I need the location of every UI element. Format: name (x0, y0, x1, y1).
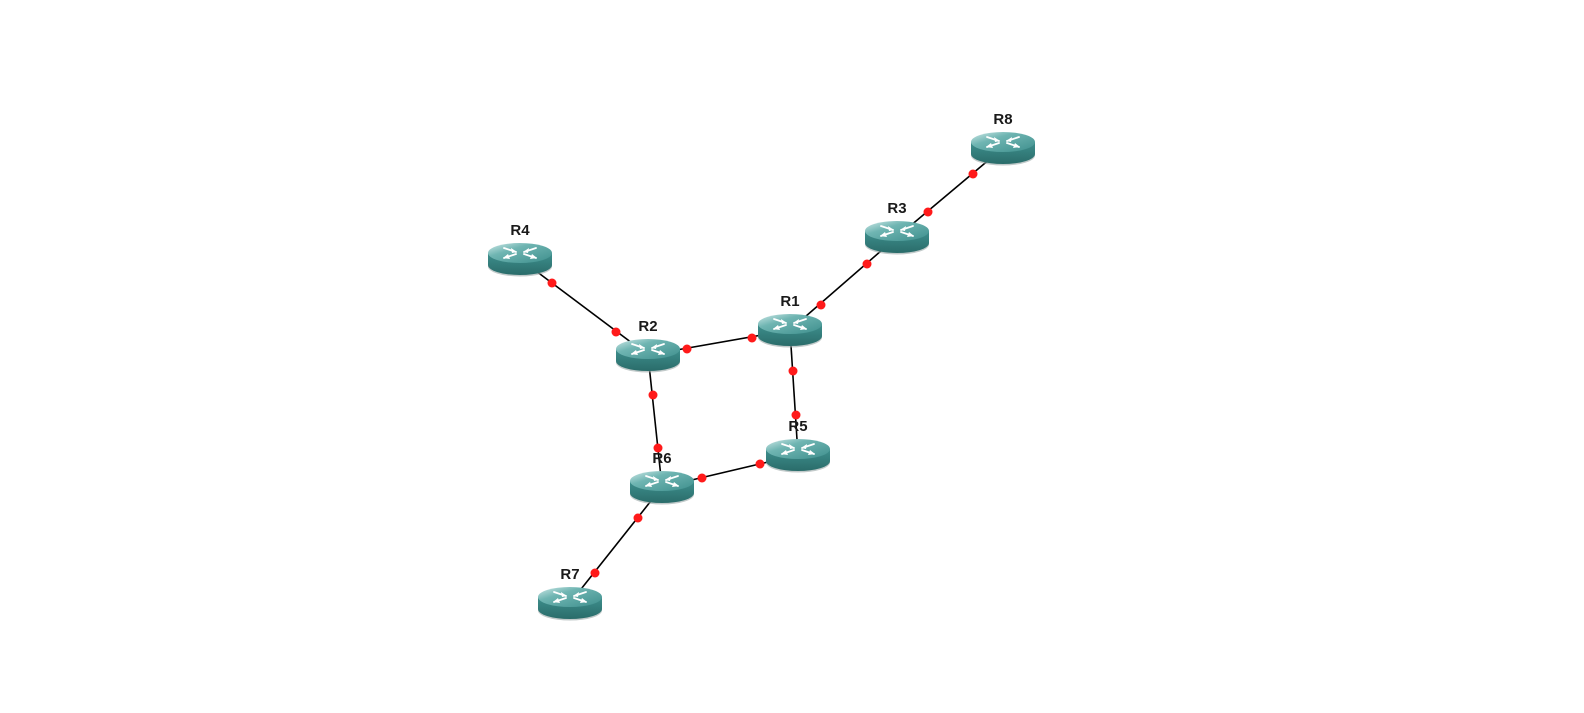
port-dot-r5-r6 (755, 459, 765, 469)
router-r2[interactable]: R2 (616, 318, 680, 373)
port-dot-r6-r7 (633, 513, 643, 523)
router-label: R4 (510, 222, 530, 239)
port-dot-r1-r3 (816, 300, 826, 310)
port-dot-r2-r4 (611, 327, 621, 337)
port-dot-r6-r2 (653, 443, 663, 453)
link-r6-r7[interactable] (569, 486, 663, 604)
port-dot-r5-r1 (791, 410, 801, 420)
router-icon (971, 132, 1035, 166)
port-dot-r4-r2 (547, 278, 557, 288)
port-dot-r1-r5 (788, 366, 798, 376)
link-r1-r5[interactable] (789, 329, 799, 456)
router-label: R2 (638, 318, 657, 335)
router-label: R3 (887, 200, 906, 217)
port-dot-r3-r1 (862, 259, 872, 269)
router-label: R5 (788, 418, 807, 435)
link-r2-r6[interactable] (647, 354, 663, 488)
router-label: R7 (560, 566, 579, 583)
links-layer (519, 147, 1004, 604)
ports-layer (547, 169, 978, 578)
router-r6[interactable]: R6 (630, 450, 694, 505)
port-dot-r7-r6 (590, 568, 600, 578)
router-r4[interactable]: R4 (488, 222, 552, 277)
port-dot-r3-r8 (923, 207, 933, 217)
router-icon (630, 471, 694, 505)
router-icon (865, 221, 929, 255)
port-dot-r2-r1 (682, 344, 692, 354)
link-r4-r2[interactable] (519, 258, 649, 356)
router-r3[interactable]: R3 (865, 200, 929, 255)
router-icon (538, 587, 602, 621)
port-dot-r2-r6 (648, 390, 658, 400)
router-r1[interactable]: R1 (758, 293, 822, 348)
port-dot-r8-r3 (968, 169, 978, 179)
port-dot-r6-r5 (697, 473, 707, 483)
router-label: R8 (993, 111, 1012, 128)
port-dot-r1-r2 (747, 333, 757, 343)
router-label: R6 (652, 450, 671, 467)
router-icon (766, 439, 830, 473)
router-icon (616, 339, 680, 373)
router-label: R1 (780, 293, 799, 310)
router-r5[interactable]: R5 (766, 418, 830, 473)
router-r8[interactable]: R8 (971, 111, 1035, 166)
router-icon (758, 314, 822, 348)
router-icon (488, 243, 552, 277)
router-r7[interactable]: R7 (538, 566, 602, 621)
